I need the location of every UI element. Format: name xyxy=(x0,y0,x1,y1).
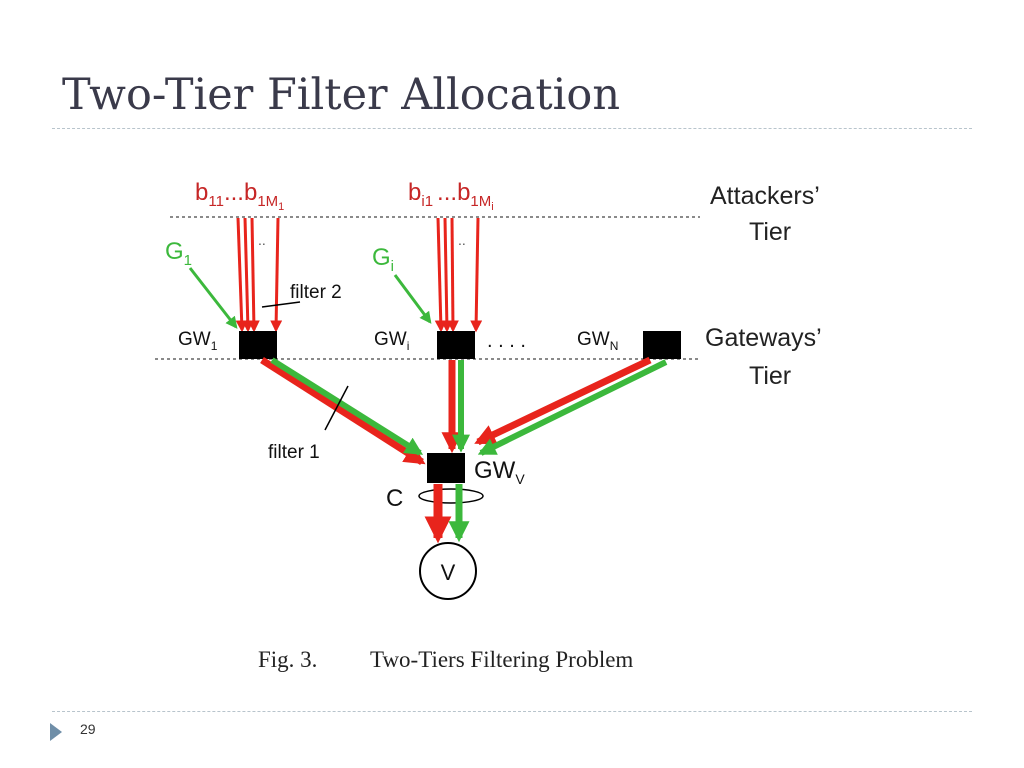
capacity-ring xyxy=(418,488,484,504)
figure-number: Fig. 3. xyxy=(258,647,317,672)
legit-arrow-left xyxy=(188,267,238,329)
filter1-mark xyxy=(324,385,349,431)
gwv-label: GWV xyxy=(474,457,525,487)
slide-title: Two-Tier Filter Allocation xyxy=(62,70,621,120)
gateway-node-n xyxy=(643,331,681,359)
attackers-tier-label-2: Tier xyxy=(749,218,791,246)
good-label-mid: Gi xyxy=(372,244,394,275)
attack-dots-left: .. xyxy=(258,232,266,248)
attack-dots-mid: .. xyxy=(458,232,466,248)
attackers-label-mid: bi1...b1Mi xyxy=(408,179,494,213)
good-label-left: G1 xyxy=(165,238,192,269)
attack-arrows-left xyxy=(235,217,283,333)
filter1-label: filter 1 xyxy=(268,442,320,463)
filter2-mark xyxy=(261,301,301,308)
capacity-label: C xyxy=(386,485,403,512)
footer-divider xyxy=(52,711,972,712)
gw-ellipsis: . . . . xyxy=(487,330,526,352)
gateways-tier-label-1: Gateways’ xyxy=(705,324,822,352)
gateway-node-i xyxy=(437,331,475,359)
gwn-label: GWN xyxy=(577,329,618,353)
attackers-tier-label-1: Attackers’ xyxy=(710,182,820,210)
attack-arrows-mid xyxy=(434,217,483,333)
gwi-label: GWi xyxy=(374,329,409,353)
gw1-label: GW1 xyxy=(178,329,218,353)
page-marker-icon xyxy=(50,723,62,741)
gateways-tier-label-2: Tier xyxy=(749,362,791,390)
legit-arrow-mid xyxy=(393,274,432,324)
page-number: 29 xyxy=(80,721,96,737)
victim-gateway-node xyxy=(427,453,465,483)
victim-label: V xyxy=(441,560,456,585)
victim-node xyxy=(419,542,477,600)
aggregate-flows xyxy=(260,356,668,465)
gateway-node-1 xyxy=(239,331,277,359)
attackers-label-left: b11...b1M1 xyxy=(195,179,284,213)
title-divider xyxy=(52,128,972,129)
figure-caption: Two-Tiers Filtering Problem xyxy=(370,647,633,672)
filter2-label: filter 2 xyxy=(290,282,342,303)
